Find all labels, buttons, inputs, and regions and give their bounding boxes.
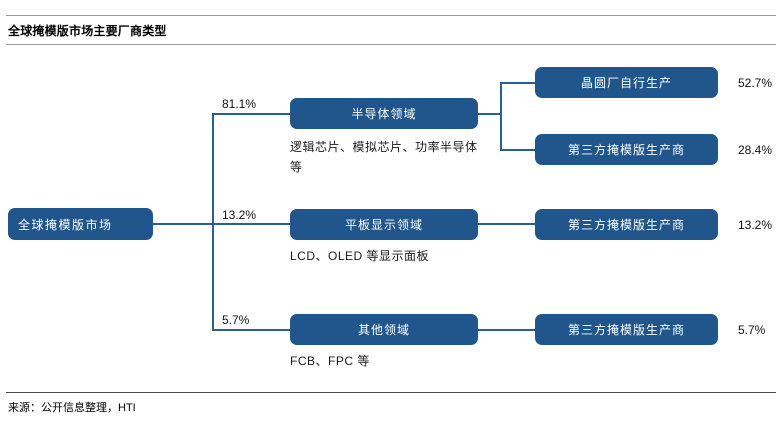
connector-semiconductor-stub <box>476 113 502 115</box>
node-flat-panel-display-field[interactable]: 平板显示领域 <box>290 209 478 240</box>
node-semiconductor-field[interactable]: 半导体领域 <box>290 98 478 129</box>
node-thirdparty-maker-display[interactable]: 第三方掩模版生产商 <box>535 209 718 240</box>
share-label-thirdparty-semiconductor: 28.4% <box>738 143 773 157</box>
node-fab-inhouse-production[interactable]: 晶圆厂自行生产 <box>535 67 718 98</box>
header-divider-top <box>6 15 776 16</box>
node-other-field[interactable]: 其他领域 <box>290 314 478 345</box>
connector-main-trunk <box>212 113 214 330</box>
share-label-semiconductor: 81.1% <box>222 97 257 111</box>
caption-flat-panel-display-field: LCD、OLED 等显示面板 <box>290 249 430 263</box>
share-label-fab-inhouse: 52.7% <box>738 76 773 90</box>
connector-to-thirdparty-display <box>476 223 537 225</box>
share-label-flat-panel-display: 13.2% <box>222 208 257 222</box>
caption-semiconductor-field: 逻辑芯片、模拟芯片、功率半导体等 <box>290 140 478 174</box>
connector-to-thirdparty-other <box>476 329 537 331</box>
connector-to-fab-inhouse <box>500 82 537 84</box>
node-thirdparty-maker-other[interactable]: 第三方掩模版生产商 <box>535 314 718 345</box>
caption-other-field: FCB、FPC 等 <box>290 354 370 368</box>
share-label-thirdparty-display: 13.2% <box>738 218 773 232</box>
connector-trunk-to-display <box>212 223 292 225</box>
header-divider-bottom <box>6 44 776 45</box>
share-label-other: 5.7% <box>222 313 250 327</box>
share-label-thirdparty-other: 5.7% <box>738 323 766 337</box>
connector-semiconductor-split <box>500 82 502 150</box>
connector-root-to-trunk <box>153 223 213 225</box>
connector-to-thirdparty-semi <box>500 149 537 151</box>
connector-trunk-to-semiconductor <box>212 113 292 115</box>
node-thirdparty-maker-semiconductor[interactable]: 第三方掩模版生产商 <box>535 134 718 165</box>
connector-trunk-to-other <box>212 329 292 331</box>
source-note: 来源：公开信息整理，HTI <box>8 402 136 414</box>
page-title: 全球掩模版市场主要厂商类型 <box>8 24 167 38</box>
node-root-global-mask-market[interactable]: 全球掩模版市场 <box>8 208 153 240</box>
footer-divider <box>6 392 776 393</box>
